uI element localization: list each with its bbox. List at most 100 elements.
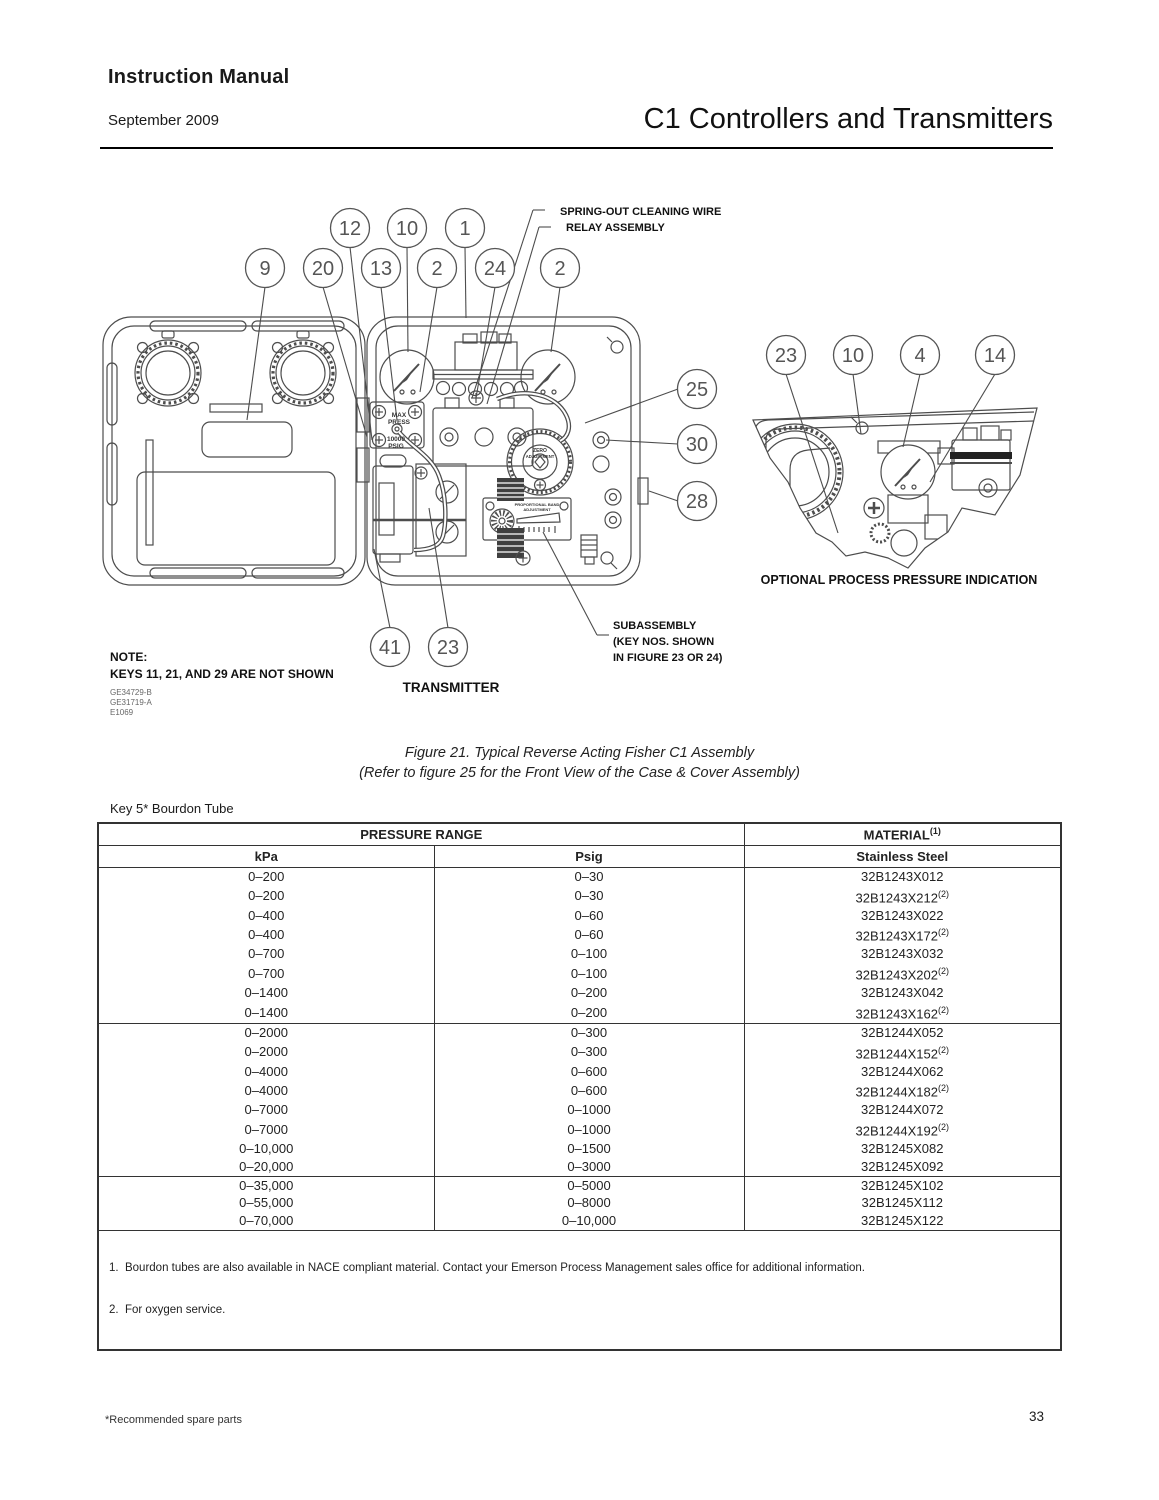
cover-nameplate bbox=[201, 421, 293, 458]
cell-kpa: 0–400 bbox=[97, 924, 435, 946]
mechanism-view bbox=[356, 316, 649, 586]
cell-material: 32B1245X082 bbox=[743, 1140, 1062, 1158]
cell-psig: 0–60 bbox=[433, 924, 745, 946]
finned-block-upper bbox=[497, 478, 524, 501]
svg-text:20: 20 bbox=[312, 258, 334, 280]
cell-material: 32B1244X192(2) bbox=[743, 1119, 1062, 1141]
callout-balloon: 14 bbox=[974, 334, 1016, 376]
cell-material: 32B1244X052 bbox=[743, 1022, 1062, 1042]
cell-kpa: 0–1400 bbox=[97, 1001, 435, 1024]
svg-text:14: 14 bbox=[984, 345, 1006, 367]
spare-parts-note: *Recommended spare parts bbox=[105, 1414, 242, 1426]
cell-psig: 0–8000 bbox=[433, 1194, 745, 1212]
cell-material: 32B1243X012 bbox=[743, 867, 1062, 886]
figure-caption-line1: Figure 21. Typical Reverse Acting Fisher… bbox=[404, 745, 755, 761]
callout-balloon: 41 bbox=[369, 626, 411, 668]
cell-kpa: 0–1400 bbox=[97, 984, 435, 1002]
cell-material: 32B1244X182(2) bbox=[743, 1080, 1062, 1102]
finned-block-lower bbox=[497, 528, 524, 558]
cell-psig: 0–100 bbox=[433, 963, 745, 985]
footnote-1: 1. Bourdon tubes are also available in N… bbox=[109, 1261, 865, 1274]
drawing-number-2: GE31719-A bbox=[110, 698, 152, 707]
prop-band-text-2: ADJUSTMENT bbox=[523, 507, 551, 512]
callout-balloon: 20 bbox=[302, 247, 344, 289]
side-tab bbox=[637, 477, 649, 505]
cell-kpa: 0–2000 bbox=[97, 1041, 435, 1063]
cell-kpa: 0–7000 bbox=[97, 1101, 435, 1120]
header-kpa: kPa bbox=[97, 845, 435, 868]
cell-material: 32B1243X022 bbox=[743, 906, 1062, 925]
svg-text:13: 13 bbox=[370, 258, 392, 280]
cell-kpa: 0–7000 bbox=[97, 1119, 435, 1141]
subassembly-label-2: (KEY NOS. SHOWN bbox=[613, 636, 714, 648]
subassembly-label-3: IN FIGURE 23 OR 24) bbox=[613, 652, 723, 664]
cell-material: 32B1244X062 bbox=[743, 1062, 1062, 1081]
max-press-text-4: PSIG bbox=[388, 443, 404, 450]
cell-kpa: 0–35,000 bbox=[97, 1175, 435, 1195]
cell-material: 32B1245X092 bbox=[743, 1157, 1062, 1177]
svg-text:23: 23 bbox=[437, 637, 459, 659]
cell-material: 32B1245X112 bbox=[743, 1194, 1062, 1212]
cover-window bbox=[136, 471, 336, 566]
tubing bbox=[397, 391, 572, 553]
cell-psig: 0–10,000 bbox=[433, 1211, 745, 1231]
manifold-block bbox=[432, 397, 534, 467]
drawing-number-1: GE34729-B bbox=[110, 688, 152, 697]
cell-kpa: 0–10,000 bbox=[97, 1140, 435, 1158]
header-rule bbox=[100, 147, 1053, 149]
callout-balloon: 2 bbox=[416, 247, 458, 289]
callout-balloon: 23 bbox=[765, 334, 807, 376]
cell-kpa: 0–400 bbox=[97, 906, 435, 925]
callout-balloon: 13 bbox=[360, 247, 402, 289]
diagram-labels: SPRING-OUT CLEANING WIRE RELAY ASSEMBLY … bbox=[110, 206, 1037, 717]
partial-gauge bbox=[880, 444, 936, 500]
manual-date: September 2009 bbox=[108, 112, 219, 129]
cell-material: 32B1245X122 bbox=[743, 1211, 1062, 1231]
callout-balloon: 10 bbox=[386, 207, 428, 249]
cell-psig: 0–200 bbox=[433, 984, 745, 1002]
cell-kpa: 0–4000 bbox=[97, 1080, 435, 1102]
relay-label: RELAY ASSEMBLY bbox=[566, 222, 665, 234]
header-stainless-steel: Stainless Steel bbox=[743, 845, 1062, 868]
header-pressure-range: PRESSURE RANGE bbox=[97, 822, 745, 846]
svg-text:2: 2 bbox=[554, 258, 565, 280]
cell-psig: 0–60 bbox=[433, 906, 745, 925]
note-body: KEYS 11, 21, AND 29 ARE NOT SHOWN bbox=[110, 667, 334, 681]
table-footnotes: 1. Bourdon tubes are also available in N… bbox=[97, 1229, 1062, 1350]
cell-psig: 0–100 bbox=[433, 945, 745, 964]
callout-balloon: 2 bbox=[539, 247, 581, 289]
valve-column bbox=[373, 463, 467, 557]
cell-psig: 0–1500 bbox=[433, 1140, 745, 1158]
spring-wire-label: SPRING-OUT CLEANING WIRE bbox=[560, 206, 721, 218]
cell-material: 32B1243X042 bbox=[743, 984, 1062, 1002]
svg-text:4: 4 bbox=[914, 345, 925, 367]
max-press-text-2: PRESS bbox=[388, 419, 411, 426]
cell-psig: 0–1000 bbox=[433, 1119, 745, 1141]
leader-lines bbox=[246, 209, 996, 636]
note-title: NOTE: bbox=[110, 650, 147, 664]
figure-caption: Figure 21. Typical Reverse Acting Fisher… bbox=[0, 743, 1159, 783]
callout-balloon: 4 bbox=[899, 334, 941, 376]
cell-kpa: 0–20,000 bbox=[97, 1157, 435, 1177]
pressure-gauge-left bbox=[379, 349, 435, 405]
product-title: C1 Controllers and Transmitters bbox=[643, 103, 1053, 135]
cell-psig: 0–30 bbox=[433, 867, 745, 886]
cell-material: 32B1243X212(2) bbox=[743, 885, 1062, 907]
callout-balloon: 24 bbox=[474, 247, 516, 289]
assembly-diagram: 12 10 1 9 20 13 2 24 2 25 30 28 41 23 23… bbox=[102, 206, 1038, 717]
